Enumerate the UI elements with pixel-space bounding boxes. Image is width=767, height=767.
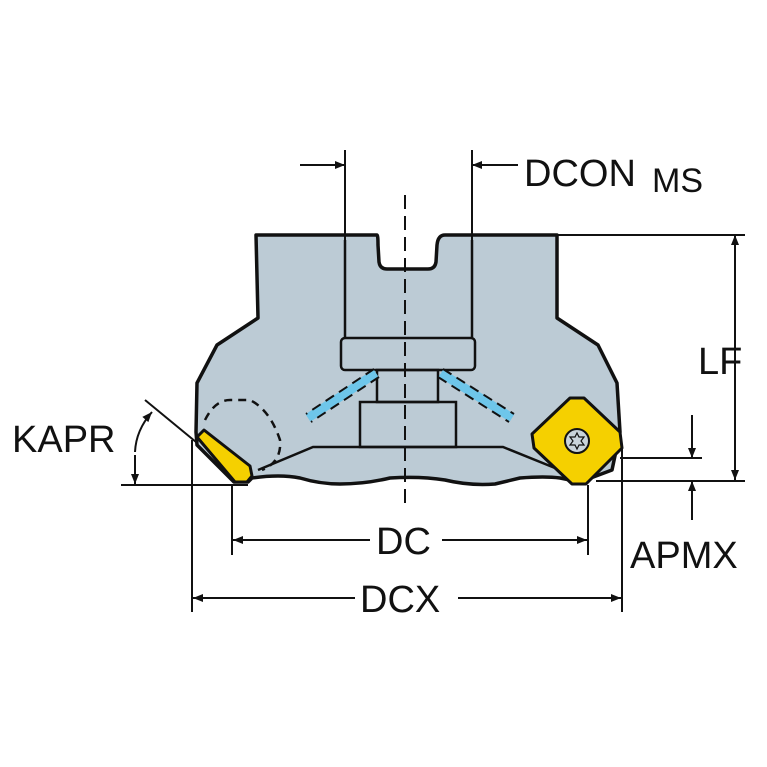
dimension-lines xyxy=(121,150,745,612)
kapr-label: KAPR xyxy=(12,419,115,461)
dcon-label: DCON xyxy=(524,153,636,195)
right-insert xyxy=(530,396,624,486)
dcon-subscript-label: MS xyxy=(652,162,703,200)
torx-screw-icon xyxy=(564,428,590,454)
inner-features xyxy=(203,240,556,472)
hidden-insert-outline xyxy=(203,398,282,472)
left-insert xyxy=(195,428,254,484)
dcx-label: DCX xyxy=(360,579,440,621)
dc-label: DC xyxy=(376,521,431,563)
apmx-label: APMX xyxy=(630,535,738,577)
coolant-channels xyxy=(305,368,515,423)
base-trapezoid xyxy=(257,445,556,472)
lf-label: LF xyxy=(698,341,742,383)
cutter-body xyxy=(194,233,622,487)
